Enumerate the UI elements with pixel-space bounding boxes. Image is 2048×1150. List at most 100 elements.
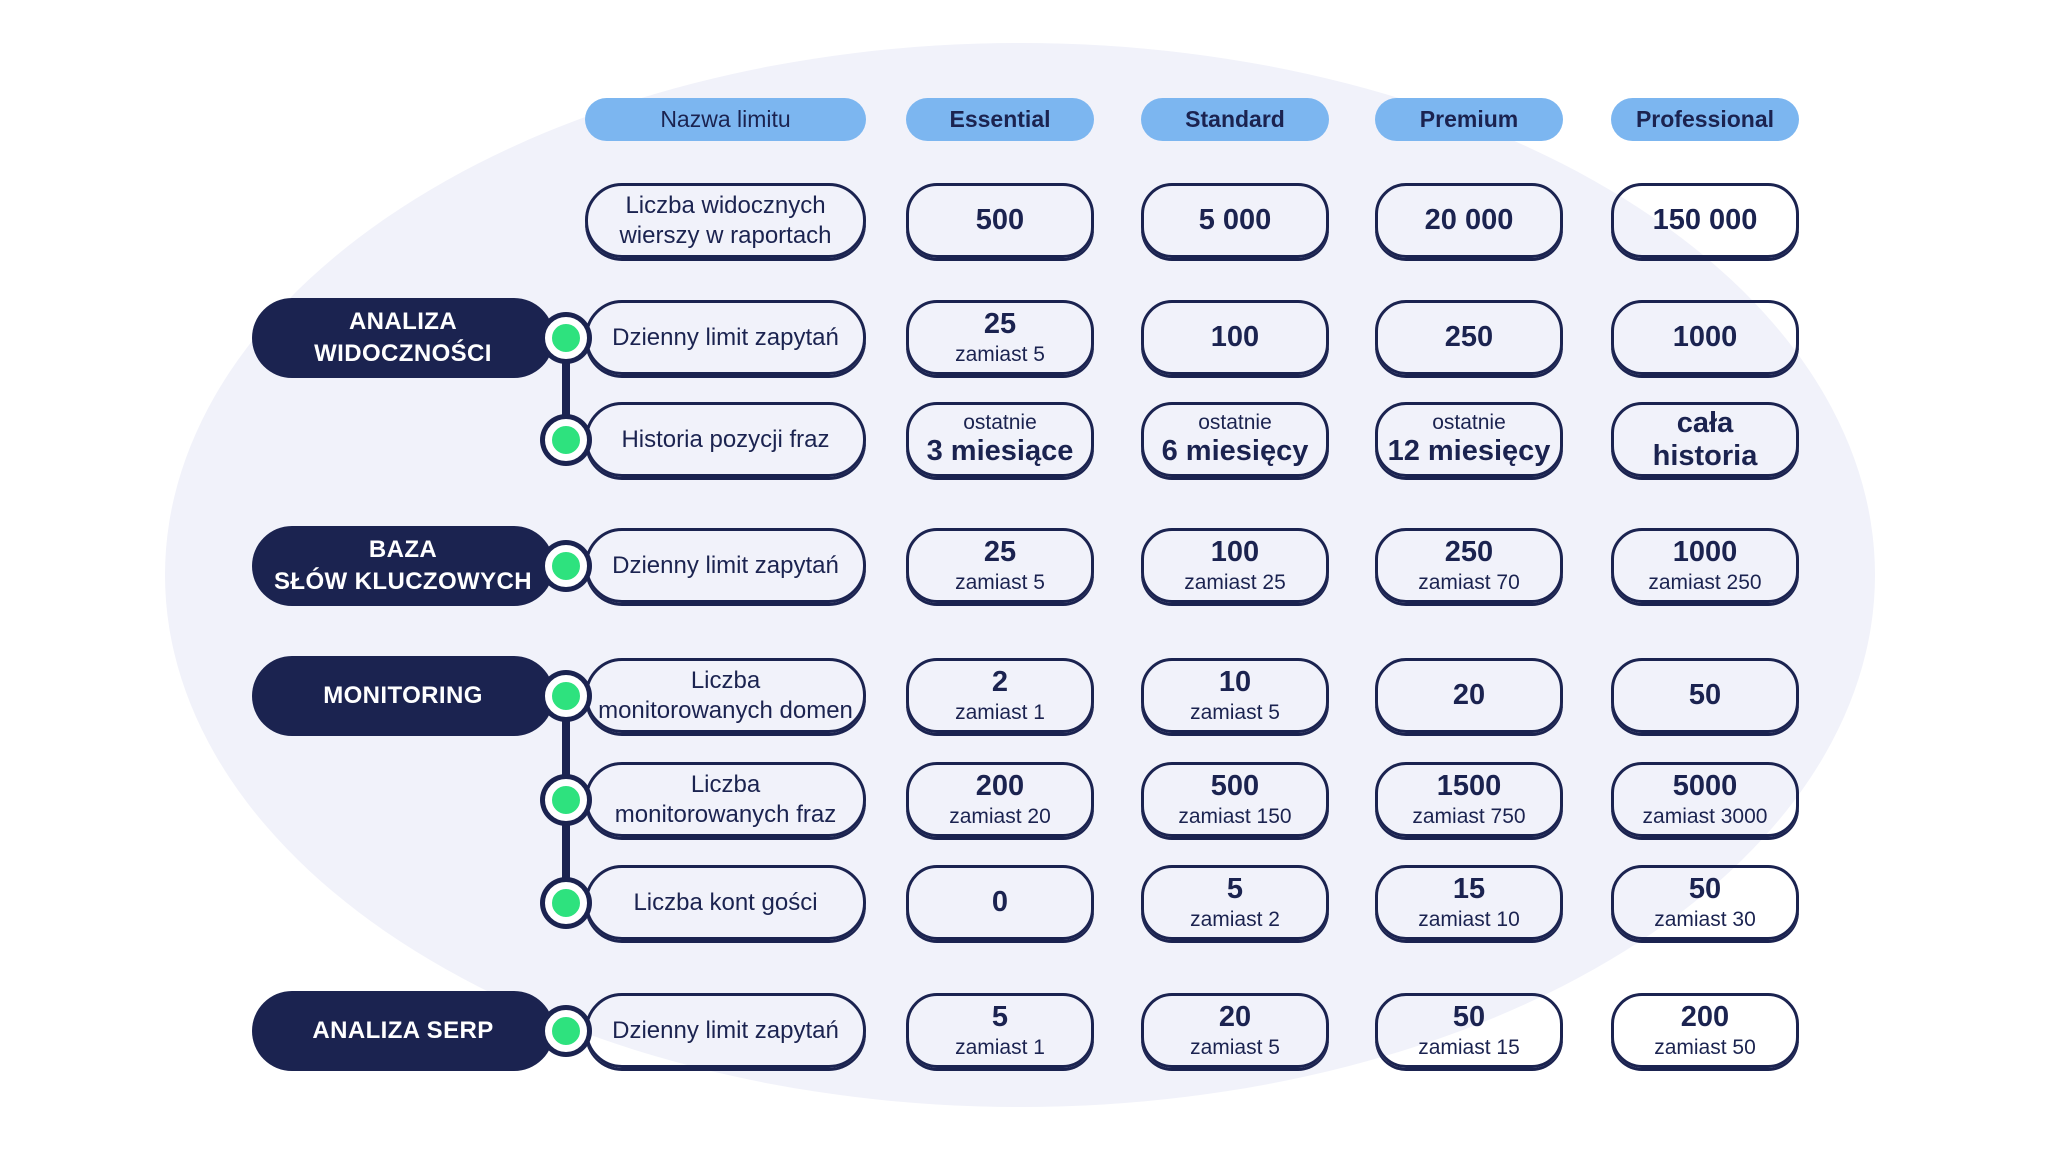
limit-name-line: Dzienny limit zapytań [612,1016,839,1044]
plan-header-pill: Essential [906,98,1094,141]
value-subtext: zamiast 1 [955,1036,1045,1060]
value-text: 15 [1452,872,1486,905]
value-pill: 5 zamiast 1 [906,993,1094,1068]
category-dot [545,316,587,359]
value-pill: 20 [1375,658,1563,733]
value-text: 20 [1218,1000,1252,1033]
value-text: 1500 [1436,769,1502,802]
value-pill: 100 [1141,300,1329,375]
value-subtext: zamiast 5 [1190,1036,1280,1060]
value-pill: 0 [906,865,1094,940]
value-text: 150 000 [1652,204,1758,237]
limit-name-pill: Historia pozycji fraz [585,402,866,477]
value-text: 5 [1226,872,1244,905]
limit-name-line: Liczba kont gości [633,888,818,916]
value-text: 50 [1688,679,1722,712]
value-prefix: ostatnie [1198,411,1272,435]
value-text: 5000 [1672,769,1738,802]
category-dot [545,881,587,924]
category-dot [545,778,587,821]
value-text: 100 [1210,321,1260,354]
value-text: 500 [975,204,1025,237]
value-subtext: zamiast 70 [1418,571,1520,595]
limit-name-pill: Dzienny limit zapytań [585,993,866,1068]
value-subtext: zamiast 1 [955,701,1045,725]
value-text: 50 [1688,872,1722,905]
value-text-line2: historia [1652,439,1758,472]
value-pill: 100 zamiast 25 [1141,528,1329,603]
value-text: 100 [1210,535,1260,568]
value-pill: 50 zamiast 30 [1611,865,1799,940]
value-pill: 150 000 [1611,183,1799,258]
value-text: cała [1676,407,1734,440]
connector-line [562,337,570,440]
limit-name-line: monitorowanych domen [598,696,853,724]
value-pill: 20 zamiast 5 [1141,993,1329,1068]
value-subtext: zamiast 25 [1184,571,1286,595]
limit-name-line: Historia pozycji fraz [621,425,830,453]
section-name-line: ANALIZA SERP [312,1016,494,1044]
value-pill: 50 zamiast 15 [1375,993,1563,1068]
value-text: 200 [1680,1000,1730,1033]
value-subtext: zamiast 250 [1648,571,1762,595]
value-text: 12 miesięcy [1387,435,1551,468]
section-name-line: WIDOCZNOŚCI [314,339,492,367]
value-text: 6 miesięcy [1161,435,1309,468]
plan-header-pill: Premium [1375,98,1563,141]
limit-name-line: Liczba [690,666,761,694]
category-dot [545,674,587,717]
value-pill: 1000 zamiast 250 [1611,528,1799,603]
value-text: 25 [983,535,1017,568]
limit-name-pill: Dzienny limit zapytań [585,300,866,375]
limit-name-line: wierszy w raportach [619,221,832,249]
limit-name-line: monitorowanych fraz [614,800,837,828]
value-subtext: zamiast 5 [955,343,1045,367]
value-subtext: zamiast 30 [1654,908,1756,932]
value-subtext: zamiast 15 [1418,1036,1520,1060]
value-text: 3 miesiące [926,435,1074,468]
value-text: 50 [1452,1000,1486,1033]
value-pill: 50 [1611,658,1799,733]
value-pill: 5000 zamiast 3000 [1611,762,1799,837]
limit-name-pill: Liczba kont gości [585,865,866,940]
section-pill: ANALIZA WIDOCZNOŚCI [252,297,554,378]
section-pill: ANALIZA SERP [252,990,554,1071]
value-subtext: zamiast 3000 [1642,805,1768,829]
value-text: 500 [1210,769,1260,802]
limit-name-line: Dzienny limit zapytań [612,551,839,579]
value-subtext: zamiast 10 [1418,908,1520,932]
value-text: 2 [991,665,1009,698]
section-name-line: ANALIZA [348,308,458,336]
value-text: 10 [1218,665,1252,698]
plan-header-pill: Standard [1141,98,1329,141]
value-prefix: ostatnie [1432,411,1506,435]
limit-name-line: Liczba widocznych [625,191,826,219]
value-text: 1000 [1672,535,1738,568]
value-text: 250 [1444,535,1494,568]
category-dot [545,418,587,461]
value-text: 0 [991,886,1009,919]
limit-name-line: Dzienny limit zapytań [612,323,839,351]
category-dot [545,1009,587,1052]
value-text: 200 [975,769,1025,802]
category-dot [545,544,587,587]
value-pill: 5 000 [1141,183,1329,258]
value-text: 5 [991,1000,1009,1033]
value-prefix: ostatnie [963,411,1037,435]
